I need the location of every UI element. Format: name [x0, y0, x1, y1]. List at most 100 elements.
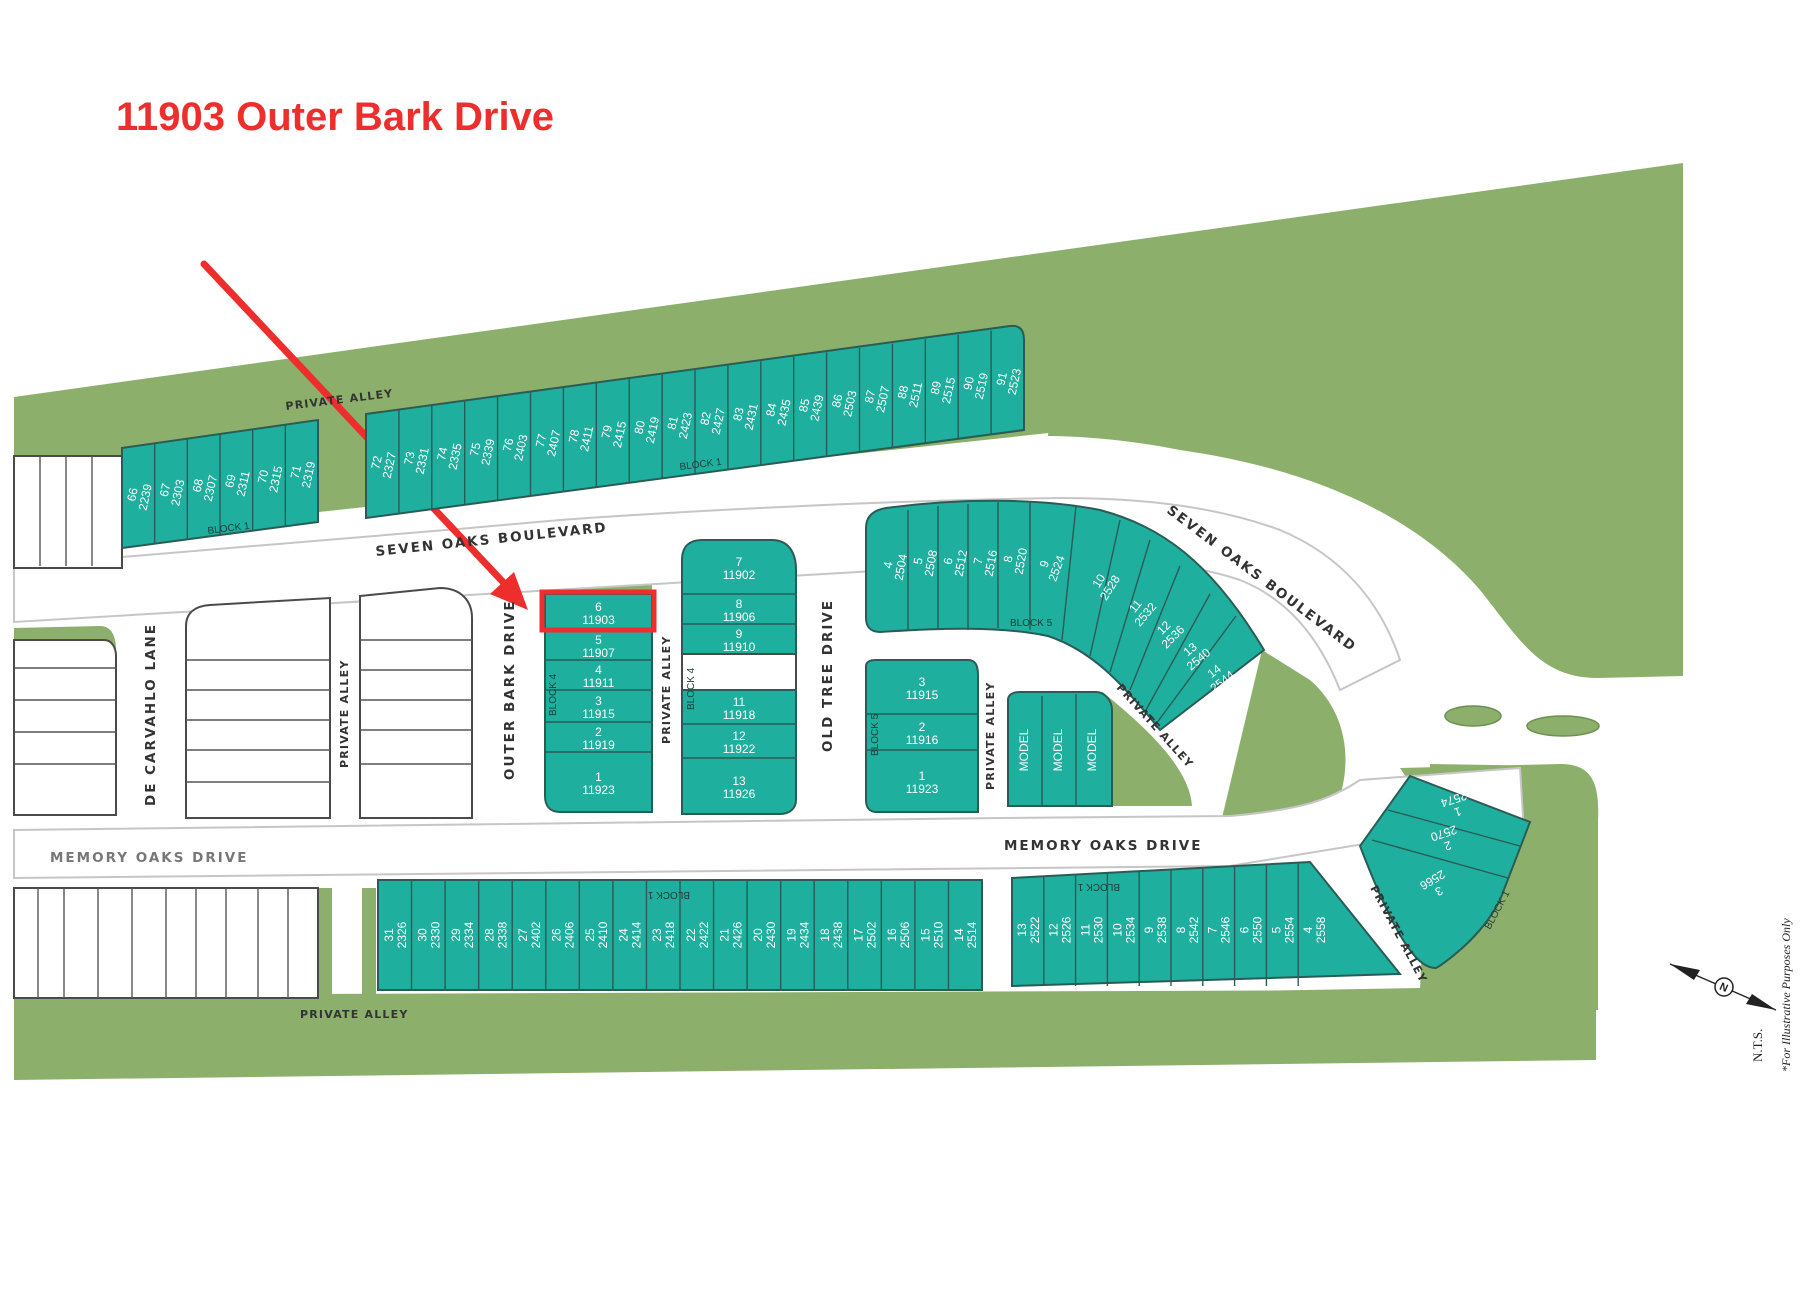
lot-number: 16: [885, 928, 899, 942]
block-label-south-main: BLOCK 1: [647, 889, 690, 900]
lot-address: 2504: [892, 553, 910, 582]
white-lots-de-carvahlo-west: [13, 639, 117, 816]
lot-address: 2407: [544, 428, 563, 457]
lot-address: 2519: [972, 371, 991, 400]
lot-number: 5: [595, 633, 602, 647]
lot-number: 9: [1142, 926, 1156, 933]
lot-number: 73: [401, 450, 418, 466]
block-far-east: [1358, 774, 1532, 970]
lot-number: 91: [993, 371, 1010, 387]
green-east-field: [1048, 163, 1683, 678]
alley-label-old-tree: PRIVATE ALLEY: [984, 681, 997, 790]
highlight-lot-6[interactable]: [539, 589, 657, 633]
model-label-1: MODEL: [1017, 728, 1031, 771]
green-south-strip-lower: [14, 985, 1596, 1080]
street-label-de-carvahlo: DE CARVAHLO LANE: [143, 623, 159, 806]
green-wedge-east: [1222, 650, 1346, 818]
block-label-outer-bark: BLOCK 4: [548, 673, 559, 716]
lot-number: 30: [415, 928, 429, 942]
lot-address: 2427: [709, 406, 728, 435]
lot-address: 11902: [723, 568, 756, 582]
lots-old-tree-west: 711902811906911910111191812119221311926 …: [681, 539, 797, 815]
white-block-nw: [13, 455, 123, 569]
pointer-arrow-head: [490, 572, 528, 610]
lot-address: 2435: [774, 398, 793, 427]
lot-number: 19: [784, 928, 798, 942]
lot-address: 2508: [922, 549, 940, 578]
lot-address: 2419: [643, 415, 662, 444]
lot-number: 85: [796, 397, 813, 413]
lot-number: 6: [1238, 926, 1252, 933]
lot-number: 82: [697, 410, 714, 426]
lot-address: 2526: [1060, 916, 1074, 943]
lot-number: 81: [664, 415, 681, 431]
white-lots-nw: [13, 455, 123, 569]
lot-number: 8: [1174, 926, 1188, 933]
lot-number: 12: [1047, 923, 1061, 937]
lot-address: 11907: [582, 646, 615, 660]
lot-number: 66: [124, 486, 141, 502]
lot-address: 11911: [583, 676, 615, 690]
lot-address: 2414: [630, 921, 644, 948]
lot-address: 2530: [1092, 916, 1106, 943]
nts-label: N.T.S.: [1750, 1029, 1765, 1062]
pointer-arrow-shaft: [200, 260, 522, 602]
lot-number: 1: [919, 769, 926, 783]
lot-number: 23: [650, 928, 664, 942]
lot-number: 31: [382, 928, 396, 942]
lot-number: 7: [1206, 926, 1220, 933]
lot-number: 2: [919, 720, 926, 734]
lot-address: 2520: [1012, 547, 1030, 576]
lot-number: 11: [1079, 923, 1093, 936]
lot-number: 21: [717, 928, 731, 942]
lot-address: 2415: [610, 420, 629, 449]
lot-number: 5: [1269, 926, 1283, 933]
model-label-3: MODEL: [1085, 728, 1099, 771]
lot-number: 6: [595, 600, 602, 614]
lot-number: 83: [730, 406, 747, 422]
street-label-memory-oaks-w: MEMORY OAKS DRIVE: [50, 850, 248, 866]
street-label-memory-oaks-e: MEMORY OAKS DRIVE: [1004, 838, 1202, 854]
lot-address: 2538: [1155, 916, 1169, 943]
lot-address: 2303: [168, 478, 187, 507]
model-label-2: MODEL: [1051, 728, 1065, 771]
block-label-5: BLOCK 5: [1010, 618, 1053, 629]
lot-number: 4: [1301, 926, 1315, 933]
lot-address: 11923: [906, 782, 939, 796]
lot-address: 2550: [1251, 916, 1265, 943]
north-arrow: N: [1669, 963, 1777, 1011]
street-label-old-tree: OLD TREE DRIVE: [820, 599, 836, 752]
lot-number: 9: [736, 627, 743, 641]
lot-address: 2514: [965, 921, 979, 948]
lot-number: 90: [961, 375, 978, 391]
block-old-tree-east: [865, 659, 979, 813]
lot-address: 2331: [413, 446, 432, 475]
block-south-east: [1011, 860, 1403, 988]
lot-number: 18: [818, 928, 832, 942]
lot-address: 2307: [201, 473, 220, 502]
lot-number: 10: [1110, 923, 1124, 937]
lot-address: 2423: [676, 411, 695, 440]
lot-number: 8: [736, 597, 743, 611]
lot-address: 2402: [529, 921, 543, 948]
lot-address: 2330: [428, 921, 442, 948]
block-label-south-east: BLOCK 1: [1077, 881, 1120, 892]
lot-address: 2502: [865, 921, 879, 948]
lot-address: 2335: [445, 442, 464, 471]
lot-number: 12: [732, 729, 746, 743]
lot-number: 67: [157, 482, 174, 498]
lot-address: 2338: [495, 921, 509, 948]
lot-number: 6: [941, 556, 956, 565]
lot-number: 2: [1442, 838, 1453, 853]
lot-address: 2406: [563, 921, 577, 948]
lot-address: 2546: [1219, 916, 1233, 943]
lot-address: 2523: [1005, 367, 1024, 396]
lot-address: 2422: [697, 921, 711, 948]
lot-address: 2439: [807, 393, 826, 422]
lot-address: 2431: [742, 402, 761, 431]
lot-address: 2339: [478, 437, 497, 466]
block-label-old-tree: BLOCK 4: [686, 667, 697, 710]
